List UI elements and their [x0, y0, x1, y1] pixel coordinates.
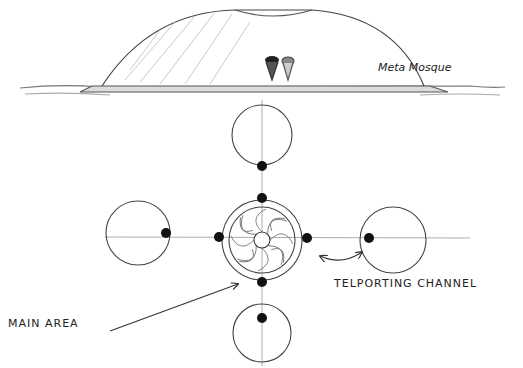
building-name: Meta Mosque — [378, 62, 451, 74]
dome-elevation — [20, 10, 505, 95]
area-label: MAIN AREA — [8, 318, 79, 330]
channel-label: TELPORTING CHANNEL — [334, 278, 477, 290]
mosque-plan — [105, 100, 470, 366]
